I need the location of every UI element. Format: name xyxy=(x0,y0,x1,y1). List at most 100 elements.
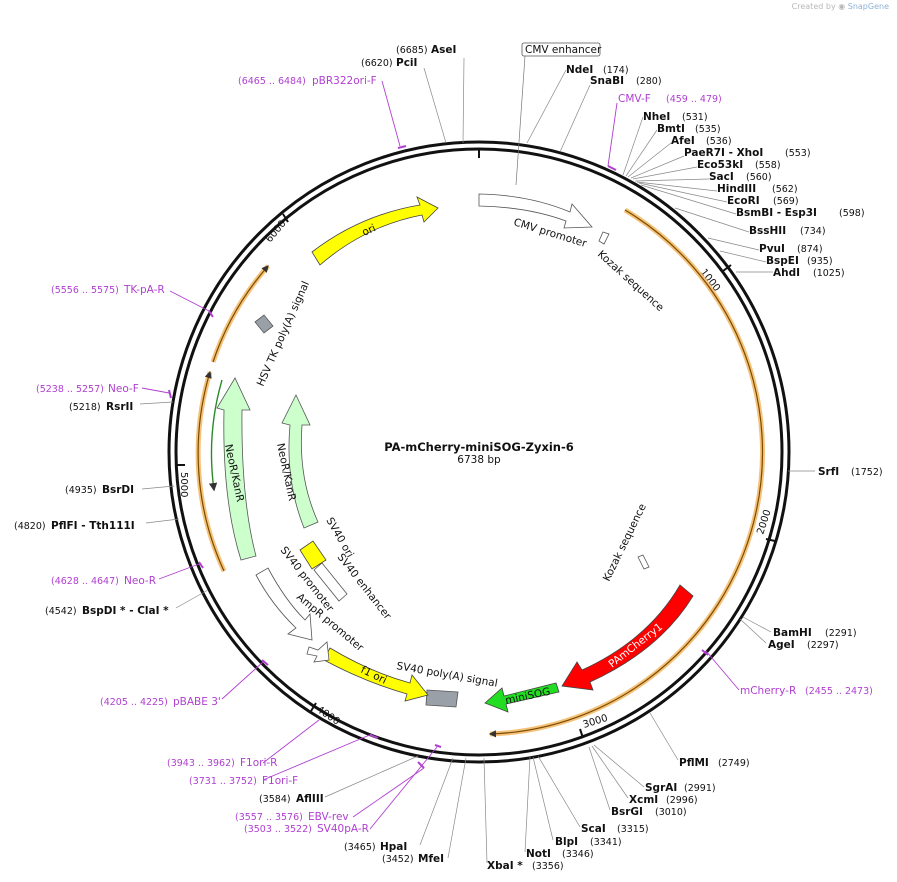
primer-leaders xyxy=(141,80,740,830)
kozak-marker-2 xyxy=(637,554,650,570)
sv40-polya-box[interactable] xyxy=(425,689,459,708)
primer-tk-pa-r[interactable]: (5556 .. 5575)TK-pA-R xyxy=(51,284,165,296)
enzyme-bspdi-clai[interactable]: (4542)BspDI * - ClaI * xyxy=(45,605,169,617)
primer-f1ori-f[interactable]: (3731 .. 3752)F1ori-F xyxy=(189,775,298,787)
orf-line-main xyxy=(488,209,764,738)
enzyme-srfi[interactable]: SrfI(1752) xyxy=(818,466,883,478)
enzyme-hindiii[interactable]: HindIII(562) xyxy=(717,183,798,195)
enzyme-bsmbi-esp3i[interactable]: BsmBI - Esp3I(598) xyxy=(736,207,865,219)
enzyme-ahdi[interactable]: AhdI(1025) xyxy=(773,267,845,279)
cmv-promoter-arrow[interactable] xyxy=(478,193,593,229)
leader-snabi xyxy=(559,84,591,153)
enzyme-bsshii[interactable]: BssHII(734) xyxy=(749,225,826,237)
leader-asei xyxy=(462,57,465,144)
enzyme-xbai[interactable]: XbaI *(3356) xyxy=(487,860,564,872)
cmv-enhancer-label-box xyxy=(521,42,601,57)
ampr-promoter-arrow[interactable] xyxy=(306,641,330,663)
enzyme-afliii[interactable]: (3584)AflIII xyxy=(259,793,324,805)
enzyme-agei[interactable]: AgeI(2297) xyxy=(768,639,839,651)
sv40-enhancer-label: SV40 enhancer xyxy=(335,551,394,622)
tick-mark-1000 xyxy=(722,264,732,272)
neor-kanr-inner-arrow[interactable] xyxy=(281,394,319,529)
primer-pbabe3[interactable]: (4205 .. 4225)pBABE 3' xyxy=(100,696,221,708)
hsv-tk-polya-box[interactable] xyxy=(254,314,274,334)
primer-neo-f[interactable]: (5238 .. 5257)Neo-F xyxy=(36,383,139,395)
enzyme-xcmi[interactable]: XcmI(2996) xyxy=(629,794,698,806)
enzyme-rsrii[interactable]: (5218)RsrII xyxy=(69,401,133,413)
leader-xcmi xyxy=(591,745,629,799)
enzyme-hpai[interactable]: (3465)HpaI xyxy=(344,841,407,853)
sv40-ori-label: SV40 ori xyxy=(323,516,356,560)
minisog-label: miniSOG xyxy=(504,686,551,707)
enzyme-sgrai[interactable]: SgrAI(2991) xyxy=(645,782,716,794)
credit-brand[interactable]: SnapGene xyxy=(847,2,889,11)
primer-leader-neo-r xyxy=(158,563,200,580)
enzyme-pcii[interactable]: (6620)PciI xyxy=(361,57,417,69)
enzyme-bspei[interactable]: BspEI(935) xyxy=(766,255,833,267)
pamcherry1-arrow[interactable] xyxy=(561,584,694,691)
primer-f1ori-r[interactable]: (3943 .. 3962)F1ori-R xyxy=(167,757,277,769)
enzyme-pflmi[interactable]: PflMI(2749) xyxy=(679,757,750,769)
leader-afliii xyxy=(324,755,419,798)
primer-cmv-f[interactable]: CMV-F(459 .. 479) xyxy=(618,93,722,105)
leader-ecori xyxy=(638,182,728,203)
enzyme-asei[interactable]: (6685)AseI xyxy=(396,44,456,56)
primer-ebv-rev[interactable]: (3557 .. 3576)EBV-rev xyxy=(235,811,349,823)
enzyme-nhei[interactable]: NheI(531) xyxy=(643,111,708,123)
leader-sgrai xyxy=(593,744,645,788)
enzyme-mfei[interactable]: (3452)MfeI xyxy=(382,853,444,865)
primer-mark-pbabe3 xyxy=(261,659,269,666)
leader-pvui xyxy=(707,237,760,251)
neor-kanr-outer-arrow[interactable] xyxy=(216,377,257,561)
enzyme-bamhi[interactable]: BamHI(2291) xyxy=(773,627,857,639)
enzyme-xhoi[interactable]: PaeR7I - XhoI(553) xyxy=(684,147,811,159)
minisog-arrow[interactable] xyxy=(484,682,560,713)
enzyme-bsrgi[interactable]: BsrGI(3010) xyxy=(611,806,687,818)
primer-leader-neo-f xyxy=(141,387,170,394)
leader-rsrii xyxy=(139,401,174,405)
leader-pflmi xyxy=(649,712,679,761)
leader-noti xyxy=(524,756,531,853)
orf-highlights xyxy=(195,207,765,738)
sv40-promoter-arrow[interactable] xyxy=(255,567,313,641)
leader-bsmbi xyxy=(640,184,737,215)
primer-pbr322ori-f[interactable]: (6465 .. 6484)pBR322ori-F xyxy=(238,75,377,87)
sv40-enhancer-box[interactable] xyxy=(313,562,348,602)
enzyme-ndei[interactable]: NdeI(174) xyxy=(566,64,629,76)
leader-nhei xyxy=(622,116,644,176)
enzyme-scai[interactable]: ScaI(3315) xyxy=(581,823,649,835)
snapgene-credit: Created by ◉ SnapGene xyxy=(792,2,889,11)
sv40-ori-box[interactable] xyxy=(299,540,327,570)
enzyme-bmti[interactable]: BmtI(535) xyxy=(657,123,721,135)
leader-eco53ki xyxy=(632,166,698,180)
f1-ori-arrow[interactable] xyxy=(323,647,429,702)
leader-bmti xyxy=(625,129,658,177)
leader-bsrgi xyxy=(588,746,611,811)
enzyme-saci[interactable]: SacI(560) xyxy=(709,171,772,183)
enzyme-snabi[interactable]: SnaBI(280) xyxy=(590,75,662,87)
enzyme-afei[interactable]: AfeI(536) xyxy=(671,135,732,147)
cmv-enhancer-leader xyxy=(515,55,526,186)
enzyme-pflfi-tth111i[interactable]: (4820)PflFI - Tth111I xyxy=(14,520,135,532)
enzyme-ecori[interactable]: EcoRI(569) xyxy=(727,195,799,207)
primer-sv40pa-r[interactable]: (3503 .. 3522)SV40pA-R xyxy=(244,823,369,835)
enzyme-pvui[interactable]: PvuI(874) xyxy=(759,243,823,255)
leader-blpi xyxy=(532,756,554,841)
kozak-label-1: Kozak sequence xyxy=(595,248,666,314)
snapgene-logo-icon: ◉ xyxy=(838,2,846,11)
leader-ndei xyxy=(526,69,567,144)
enzyme-noti[interactable]: NotI(3346) xyxy=(526,848,594,860)
enzyme-bsrdi[interactable]: (4935)BsrDI xyxy=(65,484,134,496)
ori-arrow[interactable] xyxy=(311,196,439,266)
primer-neo-r[interactable]: (4628 .. 4647)Neo-R xyxy=(51,575,156,587)
primer-mark-ebv-rev xyxy=(417,761,425,769)
primer-mark-pbr322ori-f xyxy=(397,145,407,149)
enzyme-blpi[interactable]: BlpI(3341) xyxy=(555,836,622,848)
leader-tth111i xyxy=(145,518,180,524)
primer-mcherry-r[interactable]: mCherry-R(2455 .. 2473) xyxy=(740,685,873,697)
leader-xbai xyxy=(483,757,488,864)
enzyme-eco53ki[interactable]: Eco53kI(558) xyxy=(697,159,781,171)
cmv-enhancer-label[interactable]: CMV enhancer xyxy=(525,44,602,56)
backbone-outer-ring xyxy=(167,140,791,764)
